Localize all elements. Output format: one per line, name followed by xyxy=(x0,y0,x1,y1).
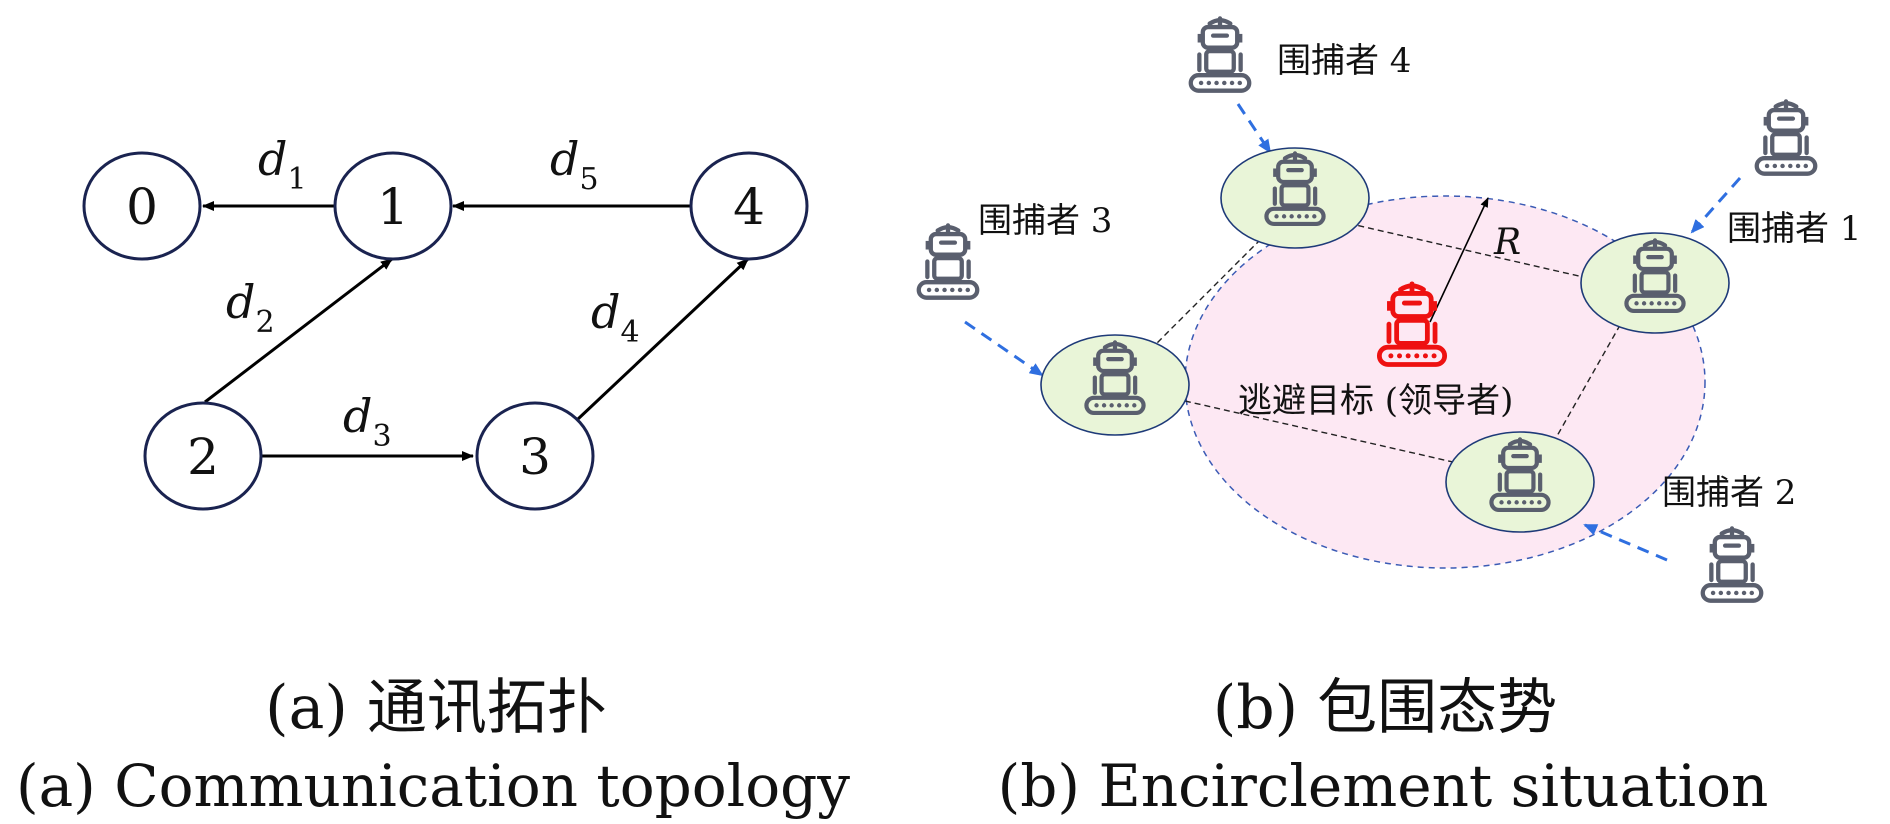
svg-text:2: 2 xyxy=(187,428,219,486)
panel-a-topology: d1 d5 d2 d3 d4 0 1 4 2 3 (a) 通讯拓扑 (a) Co… xyxy=(16,132,850,820)
svg-text:1: 1 xyxy=(377,178,409,236)
radius-label: R xyxy=(1493,222,1521,263)
edge-label-d5: d5 xyxy=(550,132,599,197)
edge-3-to-4 xyxy=(576,257,750,421)
panel-b-encirclement: R 围捕者 4 围捕者 1 围捕者 3 围捕者 2 逃避目标 (领导者) (b)… xyxy=(919,18,1861,820)
halo-p4 xyxy=(1220,147,1370,249)
node-2: 2 xyxy=(143,401,263,511)
robot-icon xyxy=(919,225,977,297)
robot-icon xyxy=(1703,528,1761,600)
approach-arrow-p4 xyxy=(1236,103,1272,154)
caption-a-en: (a) Communication topology xyxy=(16,752,850,820)
pursuer-label-3: 围捕者 3 xyxy=(978,201,1112,241)
svg-text:0: 0 xyxy=(126,178,158,236)
robot-icon xyxy=(1191,18,1249,90)
node-1: 1 xyxy=(333,151,453,261)
approach-arrow-p2 xyxy=(1583,523,1668,562)
caption-b-cn: (b) 包围态势 xyxy=(1213,673,1557,743)
edge-2-to-1 xyxy=(204,257,393,404)
edge-label-d4: d4 xyxy=(591,285,640,350)
pursuer-label-2: 围捕者 2 xyxy=(1662,473,1796,513)
edge-label-d3: d3 xyxy=(343,389,392,454)
robot-icon xyxy=(1757,101,1815,173)
pursuer-label-1: 围捕者 1 xyxy=(1727,209,1861,249)
node-0: 0 xyxy=(82,151,202,261)
edge-label-d2: d2 xyxy=(226,275,275,340)
pursuer-label-4: 围捕者 4 xyxy=(1277,41,1411,81)
node-3: 3 xyxy=(475,401,595,511)
halo-p1 xyxy=(1580,232,1730,334)
caption-a-cn: (a) 通讯拓扑 xyxy=(265,673,607,743)
halo-p2 xyxy=(1445,431,1595,533)
edge-label-d1: d1 xyxy=(258,132,307,197)
target-label: 逃避目标 (领导者) xyxy=(1238,381,1513,421)
svg-text:4: 4 xyxy=(733,178,765,236)
svg-text:3: 3 xyxy=(519,428,551,486)
radius-arrow xyxy=(1429,197,1489,323)
caption-b-en: (b) Encirclement situation xyxy=(998,752,1769,820)
approach-arrow-p3 xyxy=(964,320,1044,377)
node-4: 4 xyxy=(689,151,809,261)
approach-arrow-p1 xyxy=(1690,177,1742,234)
halo-p3 xyxy=(1040,334,1190,436)
